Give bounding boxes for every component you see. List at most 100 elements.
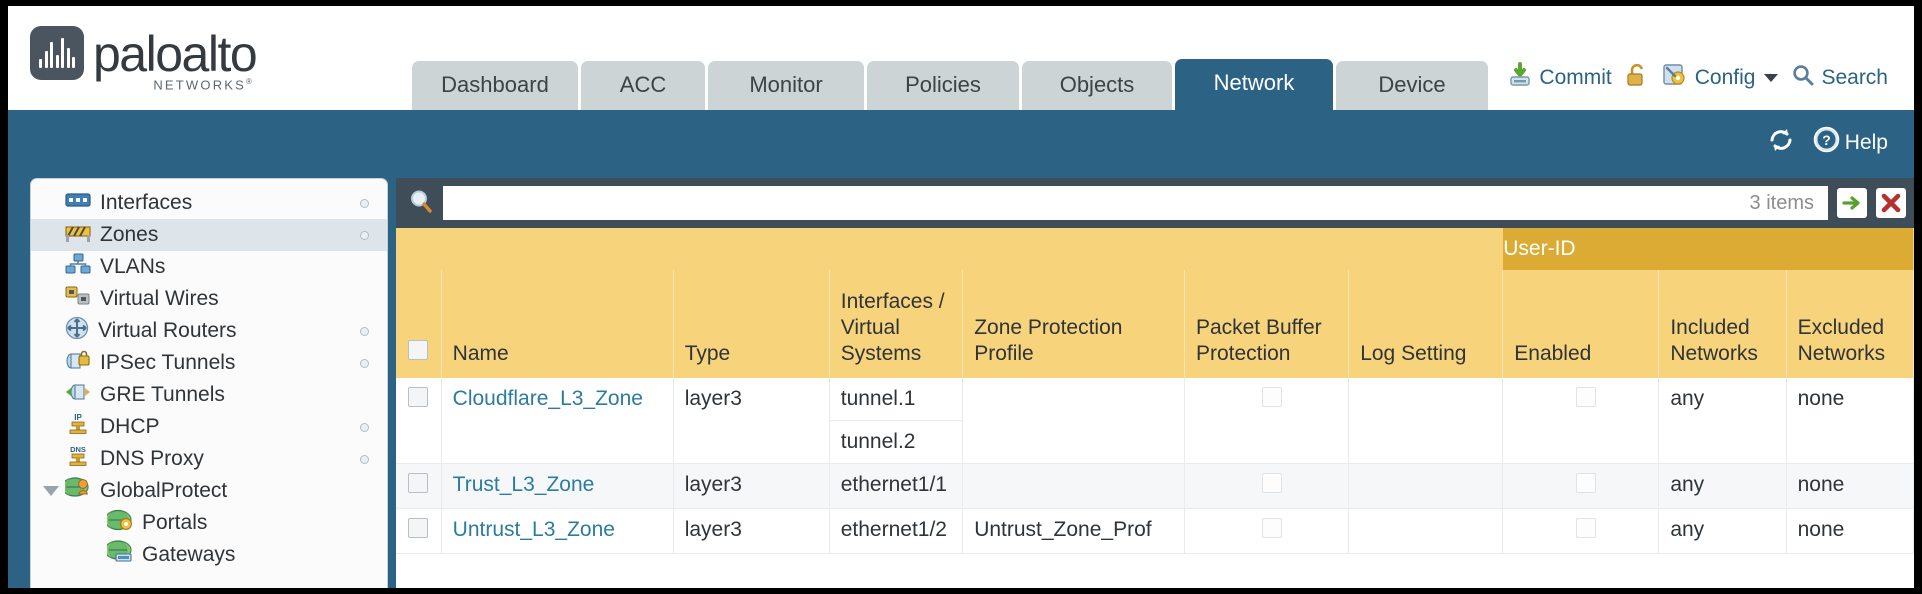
apply-filter-button[interactable]	[1837, 188, 1867, 218]
dhcp-icon: IP	[65, 412, 91, 442]
row-select-checkbox[interactable]	[408, 473, 429, 493]
zone-name-link[interactable]: Untrust_L3_Zone	[452, 518, 615, 541]
filter-bar: 3 items	[396, 178, 1914, 228]
user-id-enabled-checkbox[interactable]	[1576, 518, 1597, 538]
row-select-cell[interactable]	[396, 463, 442, 509]
commit-label: Commit	[1539, 66, 1612, 89]
magnifier-icon[interactable]	[408, 188, 434, 219]
column-header-name: Name	[441, 270, 674, 378]
user-id-enabled-checkbox[interactable]	[1576, 387, 1597, 407]
unlock-icon	[1625, 62, 1649, 94]
row-select-cell[interactable]	[396, 378, 442, 464]
tab-policies[interactable]: Policies	[867, 61, 1019, 110]
sidebar-item-label: Interfaces	[100, 191, 193, 214]
tab-acc[interactable]: ACC	[581, 61, 705, 110]
packet-buffer-protection-checkbox[interactable]	[1262, 518, 1283, 538]
sidebar-item-gateways[interactable]: Gateways	[31, 539, 387, 571]
virtual-routers-icon	[65, 316, 89, 346]
zone-interface-item: tunnel.2	[840, 430, 916, 453]
column-header-ifaces: Interfaces / Virtual Systems	[829, 270, 964, 378]
tab-monitor[interactable]: Monitor	[708, 61, 864, 110]
log-setting-cell	[1348, 508, 1504, 554]
filter-input[interactable]: 3 items	[443, 186, 1828, 220]
zone-name-cell[interactable]: Cloudflare_L3_Zone	[441, 378, 674, 464]
zone-type-cell: layer3	[673, 463, 830, 509]
svg-text:IP: IP	[74, 413, 82, 422]
lock-button[interactable]	[1625, 62, 1649, 94]
included-networks-cell: any	[1658, 378, 1787, 464]
excluded-networks-cell: none	[1786, 508, 1914, 554]
search-label: Search	[1821, 66, 1888, 89]
virtual-wires-icon	[65, 285, 91, 313]
sidebar-item-label: DNS Proxy	[100, 447, 204, 470]
tab-device[interactable]: Device	[1336, 61, 1488, 110]
config-menu[interactable]: Config	[1662, 62, 1779, 94]
packet-buffer-protection-checkbox[interactable]	[1262, 387, 1283, 407]
packet-buffer-protection-cell[interactable]	[1184, 508, 1350, 554]
group-header-row: User-ID	[396, 228, 1914, 270]
interfaces-icon	[65, 190, 91, 216]
column-header-zpp: Zone Protection Profile	[962, 270, 1185, 378]
ipsec-tunnels-icon	[65, 349, 91, 377]
user-id-enabled-checkbox[interactable]	[1576, 473, 1597, 493]
portals-icon	[104, 508, 133, 538]
packet-buffer-protection-cell[interactable]	[1184, 463, 1350, 509]
sidebar-item-gre-tunnels[interactable]: GRE Tunnels	[31, 379, 387, 411]
zone-name-link[interactable]: Trust_L3_Zone	[452, 473, 595, 496]
user-id-enabled-cell[interactable]	[1502, 378, 1660, 464]
zone-name-link[interactable]: Cloudflare_L3_Zone	[452, 387, 643, 410]
sidebar-item-ipsec-tunnels[interactable]: IPSec Tunnels	[31, 347, 387, 379]
help-label: Help	[1844, 130, 1888, 154]
tab-dashboard[interactable]: Dashboard	[412, 61, 578, 110]
dns-proxy-icon: DNS	[65, 444, 91, 474]
tab-objects[interactable]: Objects	[1022, 61, 1172, 110]
svg-text:?: ?	[1822, 132, 1831, 148]
select-all-header[interactable]	[396, 270, 442, 378]
sidebar-item-globalprotect[interactable]: GlobalProtect	[31, 475, 387, 507]
sidebar-item-status-dot	[360, 455, 369, 464]
gre-tunnels-icon	[65, 381, 91, 409]
commit-button[interactable]: Commit	[1507, 62, 1612, 94]
clear-filter-button[interactable]	[1876, 188, 1906, 218]
zone-name-cell[interactable]: Untrust_L3_Zone	[441, 508, 674, 554]
packet-buffer-protection-checkbox[interactable]	[1262, 473, 1283, 493]
included-networks-cell: any	[1658, 463, 1787, 509]
user-id-enabled-cell[interactable]	[1502, 463, 1660, 509]
select-all-checkbox[interactable]	[408, 340, 429, 360]
sidebar-item-dns-proxy[interactable]: DNS DNS Proxy	[31, 443, 387, 475]
sidebar-item-virtual-routers[interactable]: Virtual Routers	[31, 315, 387, 347]
help-button[interactable]: ? Help	[1813, 126, 1888, 159]
row-select-checkbox[interactable]	[408, 387, 429, 407]
sidebar-item-vlans[interactable]: VLANs	[31, 251, 387, 283]
zone-protection-profile-cell	[962, 378, 1185, 464]
logo-waveform-icon	[39, 38, 75, 68]
zone-name-cell[interactable]: Trust_L3_Zone	[441, 463, 674, 509]
packet-buffer-protection-cell[interactable]	[1184, 378, 1350, 464]
red-x-clear-icon	[1881, 193, 1901, 213]
zones-icon	[65, 222, 91, 248]
sidebar-item-zones[interactable]: Zones	[31, 219, 387, 251]
expand-caret-down-icon[interactable]	[43, 486, 59, 496]
search-button[interactable]: Search	[1791, 63, 1888, 93]
tab-network[interactable]: Network	[1175, 59, 1333, 110]
sidebar-item-interfaces[interactable]: Interfaces	[31, 187, 387, 219]
paloalto-logo[interactable]: paloalto NETWORKS®	[30, 26, 258, 92]
sidebar-item-label: GRE Tunnels	[100, 383, 225, 406]
sidebar-item-virtual-wires[interactable]: Virtual Wires	[31, 283, 387, 315]
refresh-icon[interactable]	[1767, 127, 1795, 159]
sidebar-item-portals[interactable]: Portals	[31, 507, 387, 539]
user-id-enabled-cell[interactable]	[1502, 508, 1660, 554]
row-select-cell[interactable]	[396, 508, 442, 554]
zone-interfaces-cell: ethernet1/2	[829, 508, 964, 554]
sidebar-item-dhcp[interactable]: IP DHCP	[31, 411, 387, 443]
sidebar-item-label: DHCP	[100, 415, 160, 438]
row-select-checkbox[interactable]	[408, 518, 429, 538]
svg-text:DNS: DNS	[70, 445, 86, 454]
